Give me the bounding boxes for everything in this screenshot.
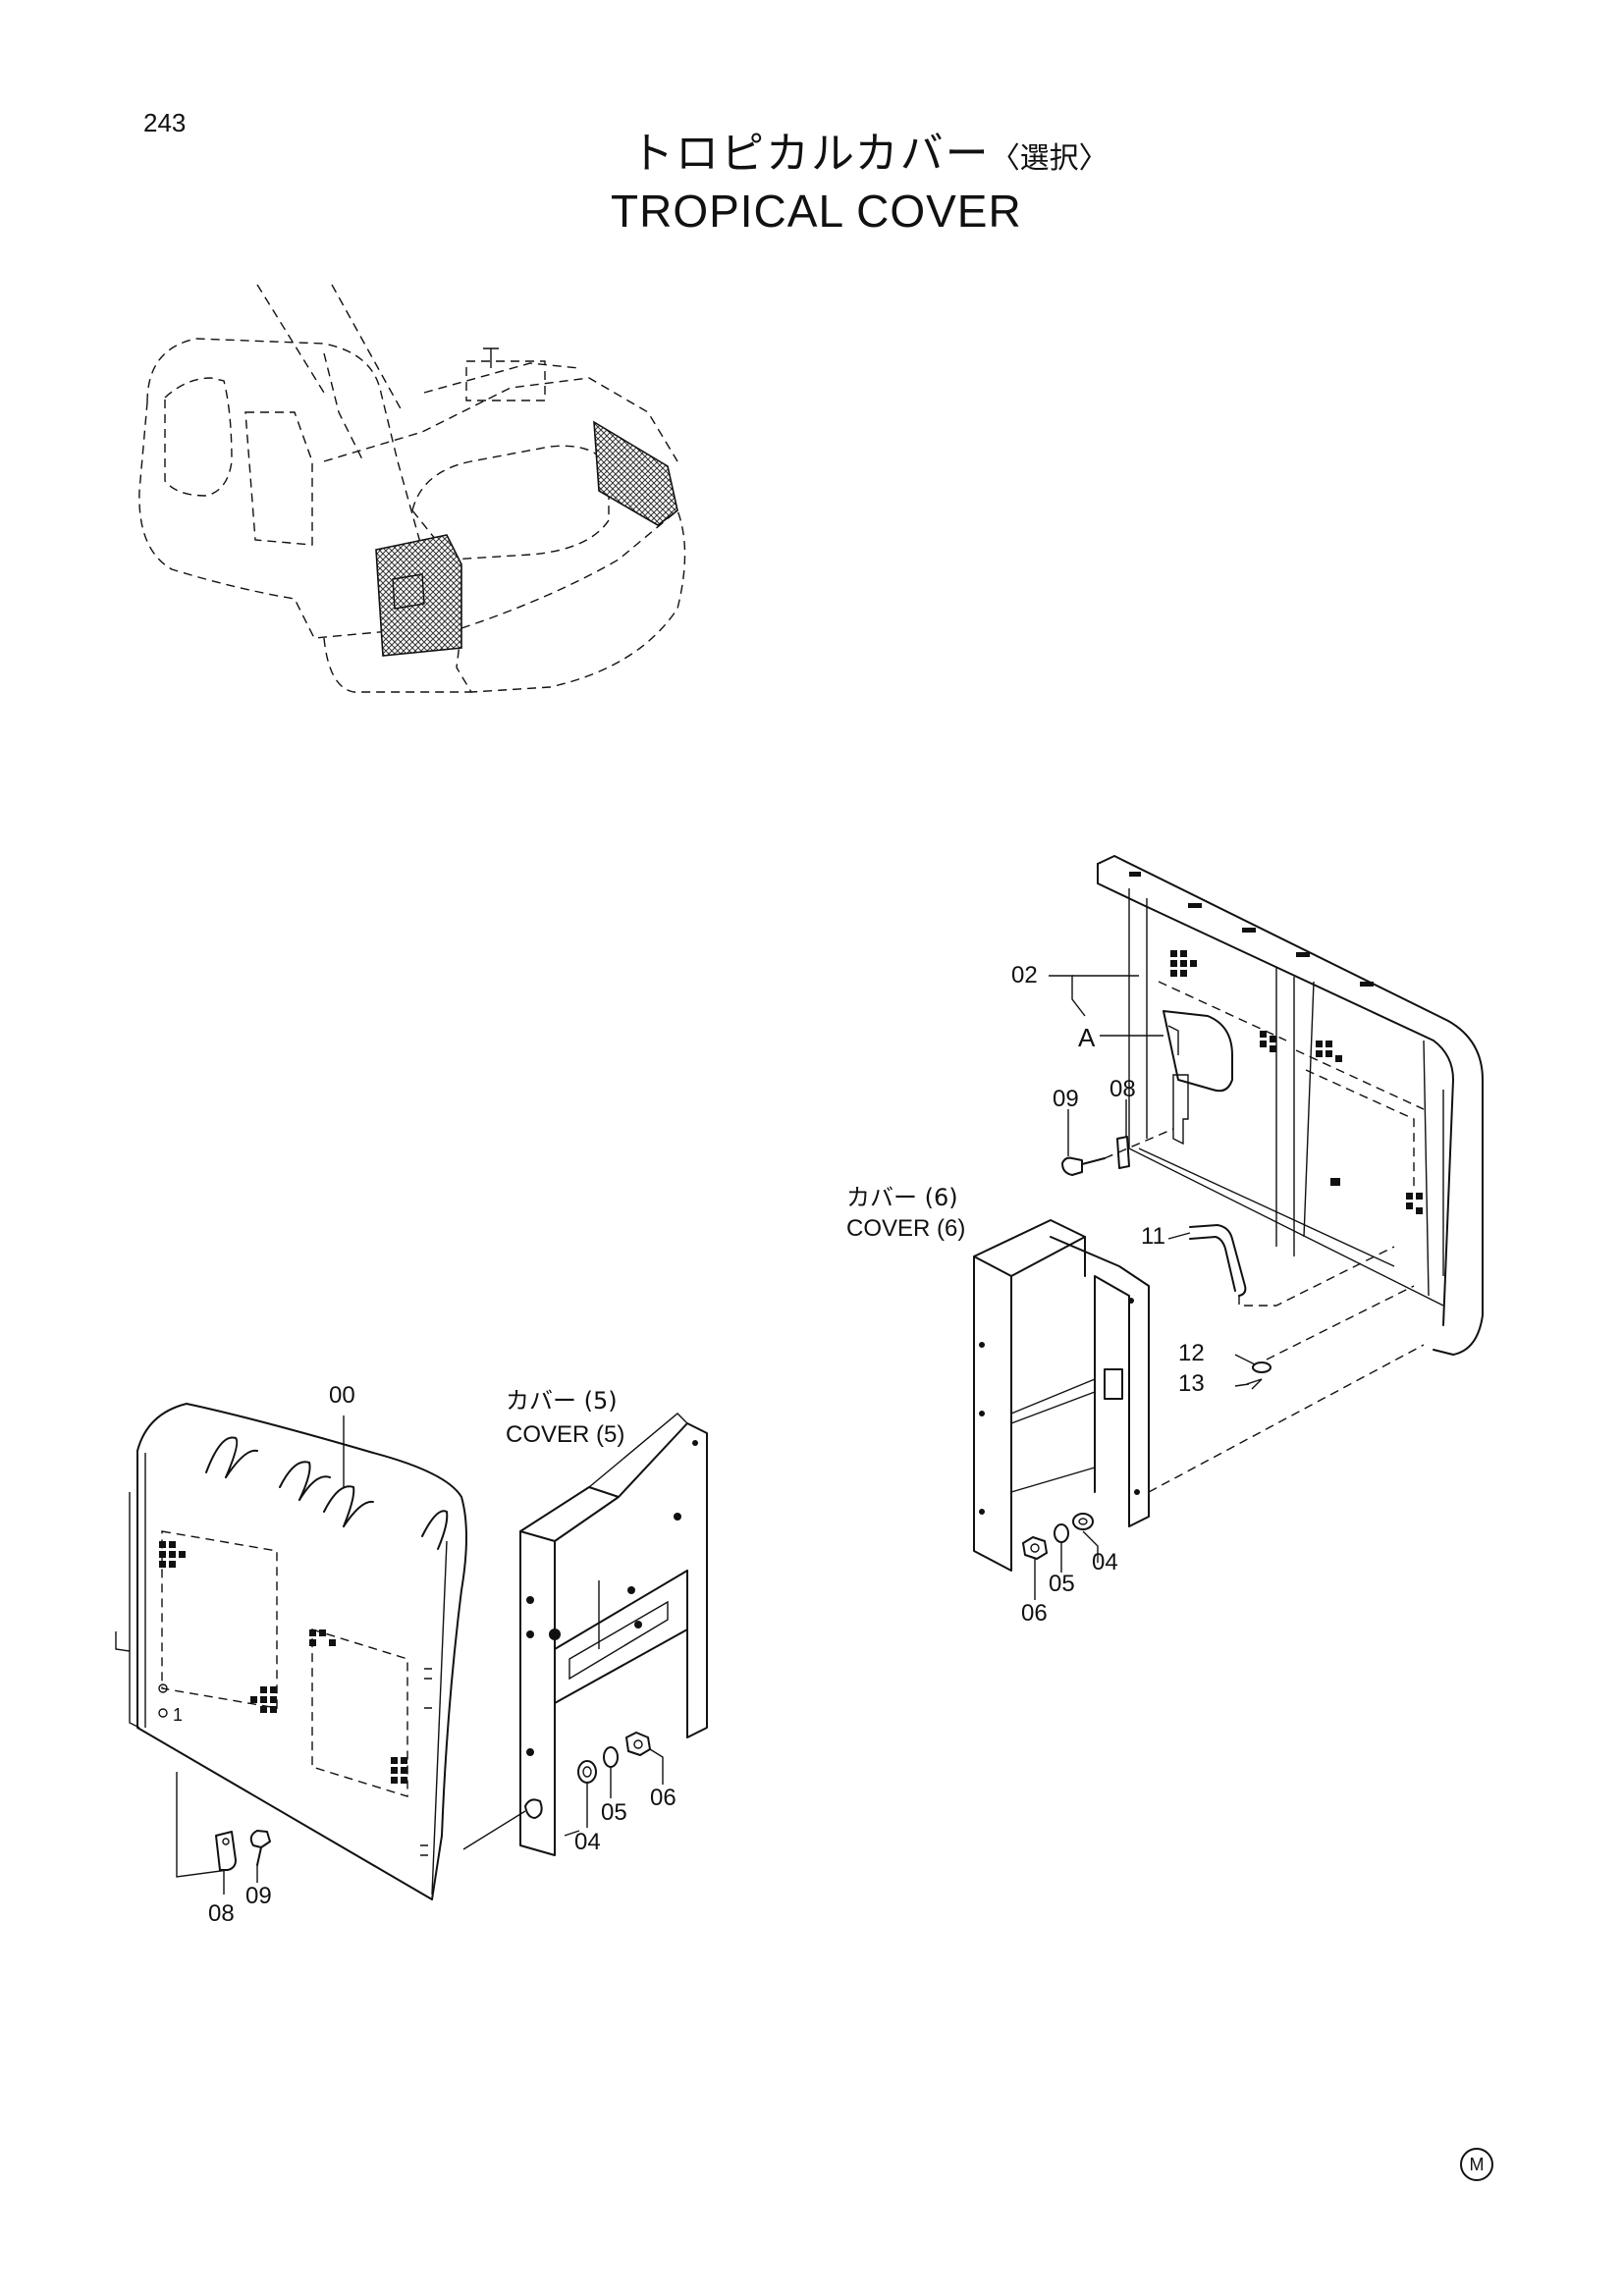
callout-12: 12 bbox=[1178, 1340, 1205, 1366]
callout-11: 11 bbox=[1141, 1223, 1165, 1250]
page-number: 243 bbox=[143, 108, 187, 137]
callout-09-left: 09 bbox=[245, 1883, 272, 1909]
callout-04-right: 04 bbox=[1092, 1549, 1118, 1575]
left-cover-assembly bbox=[115, 1403, 708, 1900]
title-japanese-text: トロピカルカバー bbox=[630, 129, 991, 179]
callout-a: A bbox=[1078, 1023, 1096, 1052]
title-option-text: 〈選択〉 bbox=[990, 141, 1109, 176]
callout-09-right: 09 bbox=[1053, 1086, 1079, 1112]
right-cover-assembly bbox=[973, 855, 1484, 1600]
callout-08-left: 08 bbox=[208, 1900, 235, 1927]
cover-5-label-en: COVER (5) bbox=[506, 1421, 625, 1448]
marker-1: 1 bbox=[173, 1705, 184, 1725]
cover-6-label-jp: カバー (6) bbox=[846, 1184, 958, 1211]
callout-13: 13 bbox=[1178, 1370, 1205, 1397]
cover-6-label-en: COVER (6) bbox=[846, 1215, 966, 1242]
callout-05-left: 05 bbox=[601, 1799, 627, 1826]
callout-08-right: 08 bbox=[1109, 1076, 1136, 1102]
title-english: TROPICAL COVER bbox=[611, 186, 1022, 237]
callout-04-left: 04 bbox=[574, 1829, 601, 1855]
callout-06-right: 06 bbox=[1021, 1600, 1048, 1627]
excavator-overview-illustration bbox=[138, 284, 686, 693]
title-japanese: トロピカルカバー〈選択〉 bbox=[630, 133, 1109, 176]
callout-06-left: 06 bbox=[650, 1785, 676, 1811]
cover-5-label-jp: カバー (5) bbox=[506, 1387, 618, 1415]
callout-02: 02 bbox=[1011, 962, 1038, 988]
m-mark-icon: M bbox=[1460, 2148, 1493, 2181]
callout-00: 00 bbox=[329, 1382, 355, 1409]
callout-05-right: 05 bbox=[1049, 1571, 1075, 1597]
